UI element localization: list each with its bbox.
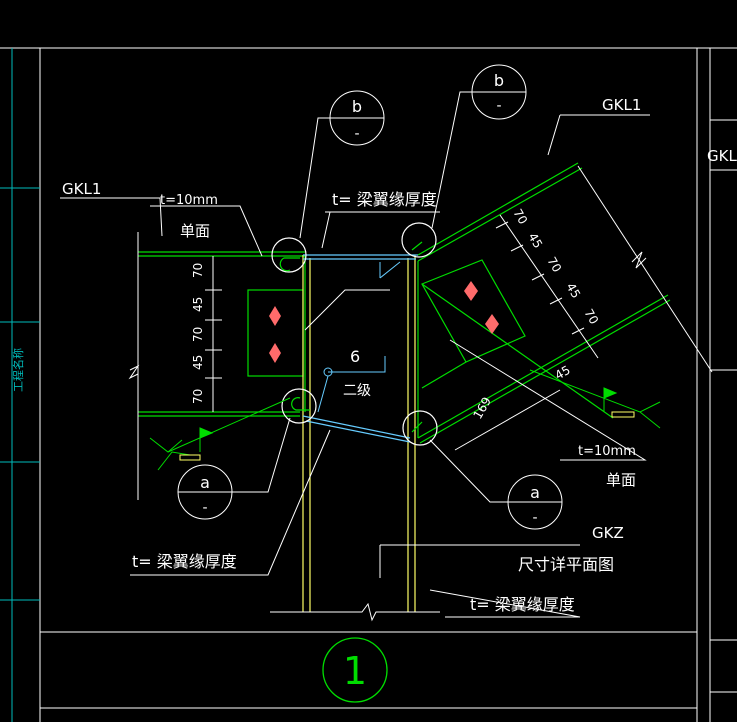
left-break-symbol [128,364,140,380]
single-face-left-label: 单面 [180,222,210,240]
single-face-right-label: 单面 [606,471,636,489]
dim-right-4: 45 [563,281,583,301]
t10-left-label: t=10mm [160,193,218,208]
right-beam [417,162,671,444]
weld-size-label: 6 [350,347,360,366]
t-flange-top-label: t= 梁翼缘厚度 [332,190,437,209]
callout-a1-top: a [200,473,210,492]
column-gkz [302,255,416,612]
sidebar-text: 工程名称 [11,348,25,392]
weld-hooks [279,241,423,433]
bolt [269,306,281,326]
callout-b2-bottom: - [496,98,501,114]
t-flange-bottom-left-label: t= 梁翼缘厚度 [132,552,237,571]
callout-b1: b - [299,90,385,239]
left-sidebar [0,48,40,722]
bolts [269,281,499,363]
right-strip [709,48,737,722]
callout-a1-bottom: - [202,500,207,516]
callout-b1-bottom: - [354,126,359,142]
weld-grade-label: 二级 [343,383,371,399]
gkl1-left-label: GKL1 [62,180,101,198]
bolt [464,281,478,301]
t10-right-label: t=10mm [578,444,636,459]
sheet-number: 1 [343,649,367,693]
weld-symbol-right [529,369,661,429]
leader-lines [60,114,650,618]
callout-a1: a - [177,417,291,520]
dim-right-3: 70 [544,255,564,275]
offset-dim-line [454,389,561,451]
callout-b2: b - [431,64,527,229]
plan-title-label: 尺寸详平面图 [518,555,614,574]
right-dimension-ticks [495,214,599,359]
weld-symbol-left [149,397,291,471]
dim-right-1: 70 [510,207,530,227]
bolt [269,343,281,363]
drawing-frame [0,47,737,722]
weld-detail-circles [271,222,438,446]
dim-left-3: 70 [191,327,205,342]
callout-b1-top: b [352,97,362,116]
sheet-number-circle [322,637,388,703]
callout-a2-bottom: - [532,510,537,526]
gkl1-top-label: GKL1 [602,96,641,114]
left-beam [138,251,306,417]
dim-right-2: 45 [525,231,545,251]
dim-left-4: 45 [191,355,205,370]
callout-b2-top: b [494,71,504,90]
dim-left-2: 45 [191,297,205,312]
column-break-line [270,602,440,622]
bolt [485,314,499,334]
gkl-edge-label: GKL [707,147,737,165]
dim-left-5: 70 [191,389,205,404]
diaphragm-weld-symbol [317,261,401,413]
dim-right-gap: 45 [553,363,573,383]
right-break-symbol [631,251,647,269]
left-dimension-line [205,256,222,412]
t-flange-bottom-right-label: t= 梁翼缘厚度 [470,595,575,614]
gkz-label: GKZ [592,524,624,542]
callout-a2: a - [429,439,563,530]
diaphragm-plates [302,254,418,443]
dim-right-5: 70 [581,307,601,327]
callout-a2-top: a [530,483,540,502]
right-break-line [577,165,713,373]
dim-left-1: 70 [191,263,205,278]
